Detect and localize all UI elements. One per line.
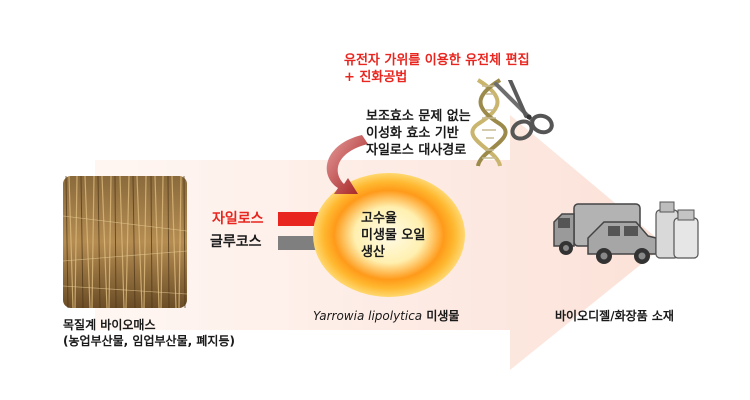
pathway-line-2: 이성화 효소 기반 bbox=[366, 126, 459, 141]
scissors-icon bbox=[494, 80, 554, 141]
species-suffix: 미생물 bbox=[422, 309, 460, 323]
product-icons bbox=[553, 201, 699, 264]
species-name: Yarrowia lipolytica bbox=[313, 309, 423, 323]
cell-text-3: 생산 bbox=[361, 245, 385, 260]
car-icon bbox=[587, 221, 657, 264]
editing-line-2: + 진화공법 bbox=[344, 70, 408, 85]
dna-icon bbox=[470, 78, 508, 167]
cell-text-1: 고수율 bbox=[361, 211, 397, 226]
cell-icon bbox=[313, 173, 465, 297]
editing-line-1: 유전자 가위를 이용한 유전체 편집 bbox=[344, 53, 530, 68]
bottles-icon bbox=[655, 201, 699, 259]
cell-text-2: 미생물 오일 bbox=[361, 228, 426, 243]
product-label: 바이오디젤/화장품 소재 bbox=[555, 309, 674, 323]
xylose-label: 자일로스 bbox=[212, 211, 264, 227]
glucose-label: 글루코스 bbox=[210, 234, 262, 250]
biomass-photo bbox=[63, 176, 187, 308]
pathway-line-1: 보조효소 문제 없는 bbox=[366, 109, 471, 124]
pathway-line-3: 자일로스 대사경로 bbox=[366, 143, 467, 158]
biomass-title: 목질계 바이오매스 bbox=[63, 318, 156, 332]
biomass-subtitle: (농업부산물, 임업부산물, 폐지등) bbox=[63, 334, 235, 348]
curved-arrow-icon bbox=[326, 135, 368, 194]
species-label: Yarrowia lipolytica 미생물 bbox=[313, 307, 459, 324]
